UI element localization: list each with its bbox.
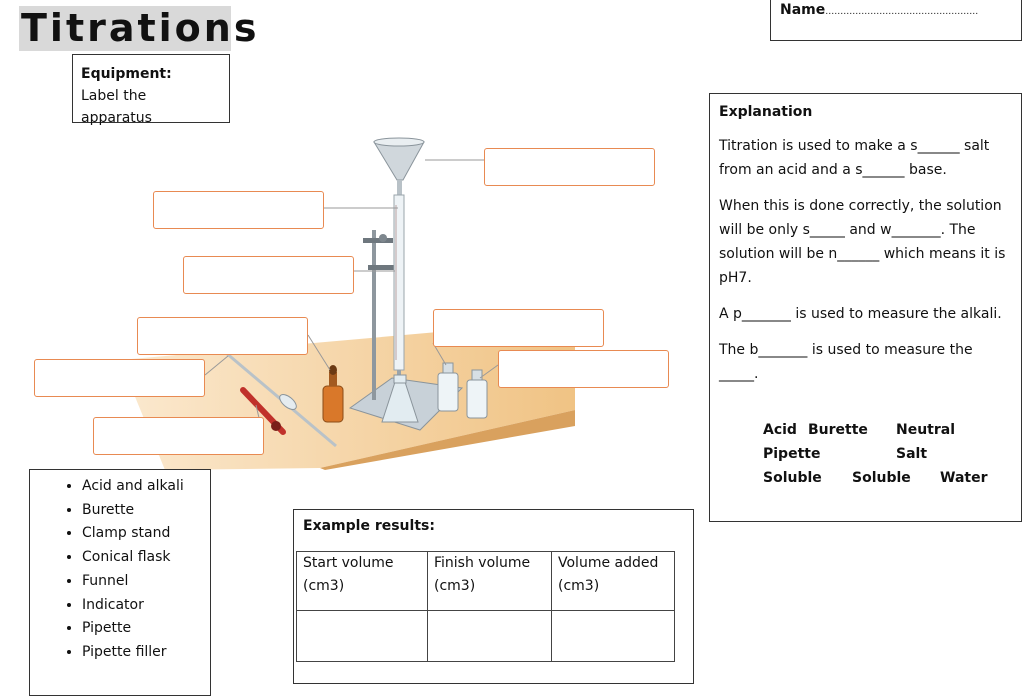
- results-table: Start volume (cm3) Finish volume (cm3) V…: [296, 551, 675, 662]
- results-box: Example results: Start volume (cm3) Fini…: [293, 509, 694, 684]
- stand-rod: [372, 230, 376, 400]
- table-cell-added[interactable]: [551, 610, 675, 662]
- list-item: Acid and alkali: [82, 475, 210, 499]
- name-field[interactable]: Name……………………………………………: [770, 0, 1022, 41]
- word-bank-item: Soluble: [763, 470, 822, 486]
- list-item: Clamp stand: [82, 522, 210, 546]
- table-header-cell: Volume added (cm3): [551, 551, 675, 611]
- clamp-top: [363, 238, 393, 243]
- leader-line-bottles: [479, 364, 499, 379]
- label-box-funnel[interactable]: [484, 148, 655, 186]
- name-dots: ……………………………………………: [825, 7, 979, 17]
- equipment-instruction: Label the apparatus: [81, 88, 152, 126]
- funnel-shape: [373, 141, 425, 181]
- explanation-paragraph-2: When this is done correctly, the solutio…: [719, 198, 1006, 286]
- word-bank-item: Salt: [896, 446, 928, 462]
- explanation-box: Explanation Titration is used to make a …: [709, 93, 1022, 522]
- word-bank-item: Burette: [808, 422, 868, 438]
- label-box-indicator[interactable]: [137, 317, 308, 355]
- indicator-bottle: [322, 385, 344, 423]
- label-box-conical-flask[interactable]: [433, 309, 604, 347]
- table-row: [296, 610, 675, 662]
- list-item: Burette: [82, 499, 210, 523]
- name-label: Name: [780, 2, 826, 18]
- label-box-clamp-stand[interactable]: [183, 256, 354, 294]
- list-item: Conical flask: [82, 546, 210, 570]
- equipment-box: Equipment: Label the apparatus: [72, 54, 230, 126]
- clamp-bottom: [368, 265, 404, 270]
- equipment-list-box: Acid and alkali Burette Clamp stand Coni…: [29, 469, 211, 696]
- label-box-burette[interactable]: [153, 191, 324, 229]
- explanation-paragraph-4: The b_______ is used to measure the ____…: [719, 342, 973, 382]
- word-bank-item: Pipette: [763, 446, 821, 462]
- leader-line-pipette: [204, 355, 229, 376]
- explanation-paragraph-3: A p_______ is used to measure the alkali…: [719, 306, 1002, 322]
- list-item: Pipette: [82, 617, 210, 641]
- label-box-pipette[interactable]: [34, 359, 205, 397]
- table-cell-finish[interactable]: [427, 610, 552, 662]
- word-bank-item: Neutral: [896, 422, 956, 438]
- list-item: Funnel: [82, 570, 210, 594]
- bottle-alkali: [466, 379, 488, 419]
- bench-edge: [320, 410, 575, 470]
- equipment-list: Acid and alkali Burette Clamp stand Coni…: [30, 475, 210, 665]
- explanation-heading: Explanation: [719, 104, 813, 120]
- equipment-heading: Equipment:: [81, 66, 172, 82]
- list-item: Indicator: [82, 594, 210, 618]
- table-header-row: Start volume (cm3) Finish volume (cm3) V…: [296, 551, 675, 611]
- word-bank-item: Soluble: [852, 470, 911, 486]
- explanation-paragraph-1: Titration is used to make a s______ salt…: [719, 138, 990, 178]
- bottle-acid: [437, 372, 459, 412]
- page-title: Titrations: [19, 6, 260, 51]
- label-box-acid-alkali[interactable]: [498, 350, 669, 388]
- leader-line-indicator: [307, 334, 331, 371]
- table-header-cell: Finish volume (cm3): [427, 551, 552, 611]
- table-header-cell: Start volume (cm3): [296, 551, 428, 611]
- table-cell-start[interactable]: [296, 610, 428, 662]
- word-bank-item: Acid: [763, 422, 797, 438]
- label-box-pipette-filler[interactable]: [93, 417, 264, 455]
- word-bank-item: Water: [940, 470, 988, 486]
- results-heading: Example results:: [303, 518, 435, 534]
- list-item: Pipette filler: [82, 641, 210, 665]
